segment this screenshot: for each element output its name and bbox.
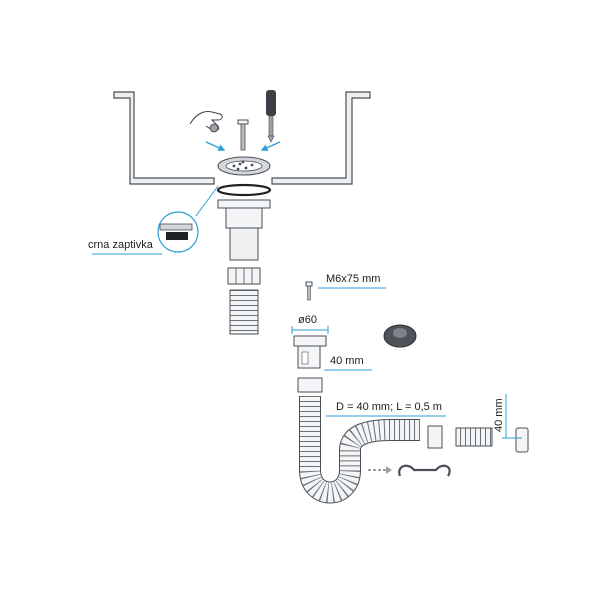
locking-nut	[227, 267, 261, 285]
end-coupling	[427, 394, 529, 453]
arrow-icon	[368, 466, 392, 474]
coupling-nut	[297, 377, 323, 393]
s-hook-clip	[398, 464, 451, 477]
hose-label: D = 40 mm; L = 0,5 m	[336, 401, 442, 413]
gasket-detail	[92, 185, 219, 255]
drain-head	[293, 335, 372, 371]
sink-basin	[113, 91, 371, 185]
diameter-label: ø60	[298, 314, 317, 326]
screw-m6x75	[305, 281, 386, 301]
corrugated-pipe-short	[229, 289, 259, 335]
flexible-hose	[299, 396, 446, 504]
screw-label: M6x75 mm	[326, 273, 380, 285]
gasket-label: crna zaptivka	[88, 239, 154, 251]
strainer-basket	[217, 156, 271, 176]
gasket-ring	[216, 183, 272, 197]
bolt-icon	[237, 119, 249, 151]
assembly-arrows	[205, 141, 281, 151]
hand-icon	[189, 111, 223, 133]
rubber-plug	[383, 324, 417, 348]
pipe-width-label: 40 mm	[330, 355, 364, 367]
screwdriver-icon	[266, 90, 276, 143]
drain-body	[217, 199, 271, 261]
vertical-dimension-label: 40 mm	[493, 398, 505, 432]
diameter-dimension	[291, 326, 329, 334]
